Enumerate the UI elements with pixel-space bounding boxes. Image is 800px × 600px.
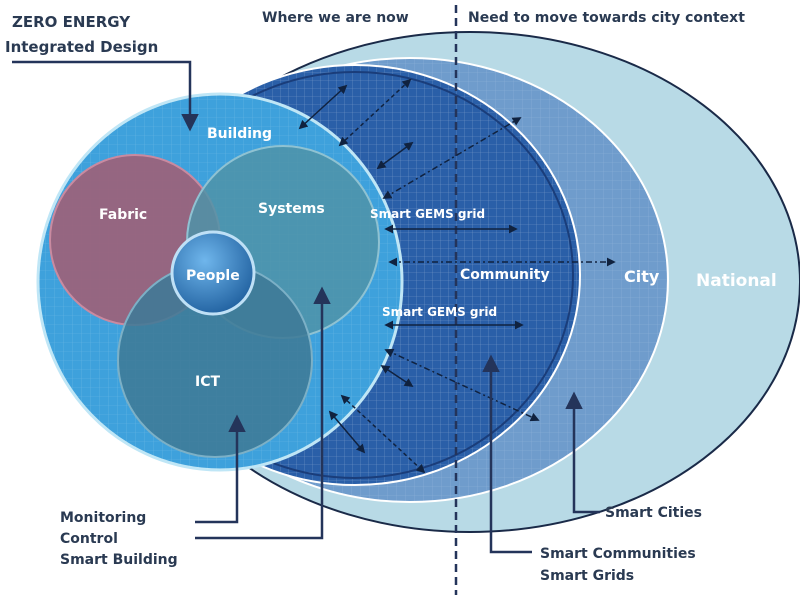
right-heading: Need to move towards city context — [468, 10, 745, 26]
callout-smart-cities: Smart Cities — [605, 505, 702, 521]
callout-connectors — [12, 60, 600, 554]
systems-label: Systems — [258, 201, 325, 217]
interaction-arrows — [298, 78, 616, 474]
ict-label: ICT — [195, 374, 220, 390]
callout-smart-grids: Smart Grids — [540, 568, 634, 584]
callout-monitoring: Monitoring — [60, 510, 146, 526]
title-line-2: Integrated Design — [5, 38, 158, 56]
title-line-1: ZERO ENERGY — [12, 13, 131, 31]
fabric-label: Fabric — [99, 207, 147, 223]
callout-smart-communities: Smart Communities — [540, 546, 696, 562]
smart-gems-grid-upper: Smart GEMS grid — [370, 207, 485, 221]
building-label: Building — [207, 126, 272, 142]
smart-gems-grid-lower: Smart GEMS grid — [382, 305, 497, 319]
people-label: People — [186, 268, 240, 284]
people-circle — [170, 230, 256, 316]
left-heading: Where we are now — [262, 10, 409, 26]
city-label: City — [624, 267, 660, 286]
callout-smart-building: Smart Building — [60, 552, 178, 568]
community-label: Community — [460, 267, 550, 283]
national-label: National — [696, 271, 777, 291]
callout-control: Control — [60, 531, 118, 547]
